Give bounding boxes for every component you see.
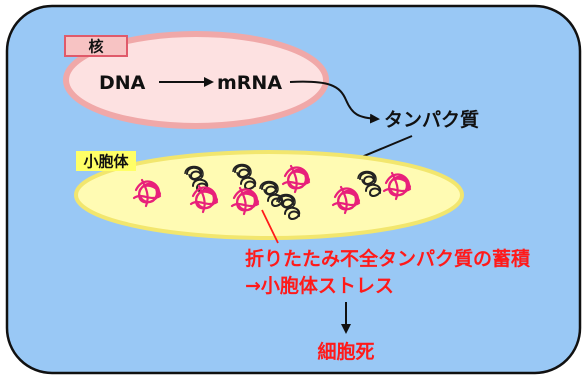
protein-label: タンパク質 (384, 108, 479, 131)
nucleus-tag (64, 35, 128, 57)
cell-death-text: 細胞死 (317, 340, 374, 363)
misfolded-accumulation-text: 折りたたみ不全タンパク質の蓄積 (245, 247, 530, 270)
nucleus (63, 31, 329, 129)
accumulation-pointer (261, 209, 279, 244)
mrna-to-protein-arrow (289, 80, 380, 124)
mrna-label: mRNA (217, 72, 282, 94)
er-tag (76, 151, 136, 171)
dna-label: DNA (99, 72, 146, 94)
nucleus-label: 核 (88, 38, 103, 56)
er-label: 小胞体 (83, 153, 129, 171)
er-stress-text: →小胞体ストレス (245, 274, 394, 297)
